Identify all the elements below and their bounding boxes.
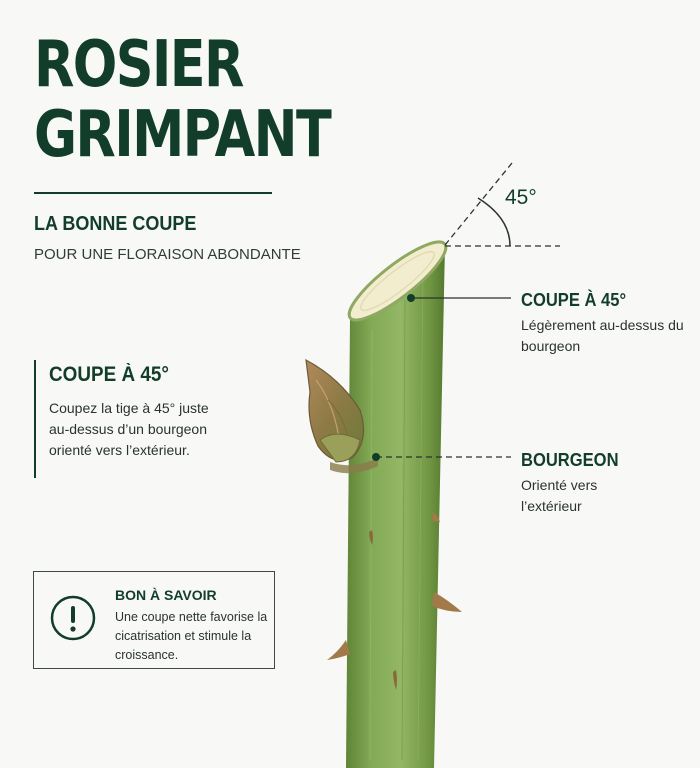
title-line-2: GRIMPANT <box>34 98 332 172</box>
thorn <box>369 530 373 545</box>
cut-instruction-text: Coupez la tige à 45° juste au-dessus d’u… <box>49 400 209 458</box>
cut-callout-text: Légèrement au-dessus du bourgeon <box>521 317 684 354</box>
title-divider <box>34 192 272 194</box>
cut-callout-dot <box>407 294 415 302</box>
thorn <box>432 592 462 612</box>
angle-guide-line <box>444 162 513 246</box>
thorn <box>432 512 440 522</box>
bud-callout-dot <box>372 453 380 461</box>
bud-callout-text: Orienté vers l’extérieur <box>521 477 598 514</box>
cut-face <box>347 240 448 322</box>
angle-arc <box>477 197 511 247</box>
tagline: POUR UNE FLORAISON ABONDANTE <box>34 246 301 263</box>
bud <box>305 358 365 463</box>
thorn <box>327 640 350 660</box>
title-line-1: ROSIER <box>34 28 244 102</box>
bud-callout-title: BOURGEON <box>521 450 619 470</box>
cut-callout-title: COUPE À 45° <box>521 290 627 310</box>
cut-instruction-title: COUPE À 45° <box>49 363 169 386</box>
tip-text: Une coupe nette favorise la cicatrisatio… <box>115 610 268 662</box>
subtitle: LA BONNE COUPE <box>34 213 197 235</box>
stem <box>346 245 445 768</box>
angle-label: 45° <box>505 186 537 209</box>
tip-title: BON À SAVOIR <box>115 587 217 603</box>
page-title: ROSIER GRIMPANT <box>34 28 332 172</box>
cut-instruction-note: COUPE À 45° Coupez la tige à 45° juste a… <box>34 360 249 478</box>
exclamation-circle-icon <box>50 595 96 641</box>
tip-box: BON À SAVOIR Une coupe nette favorise la… <box>33 571 275 669</box>
thorn <box>393 670 397 690</box>
